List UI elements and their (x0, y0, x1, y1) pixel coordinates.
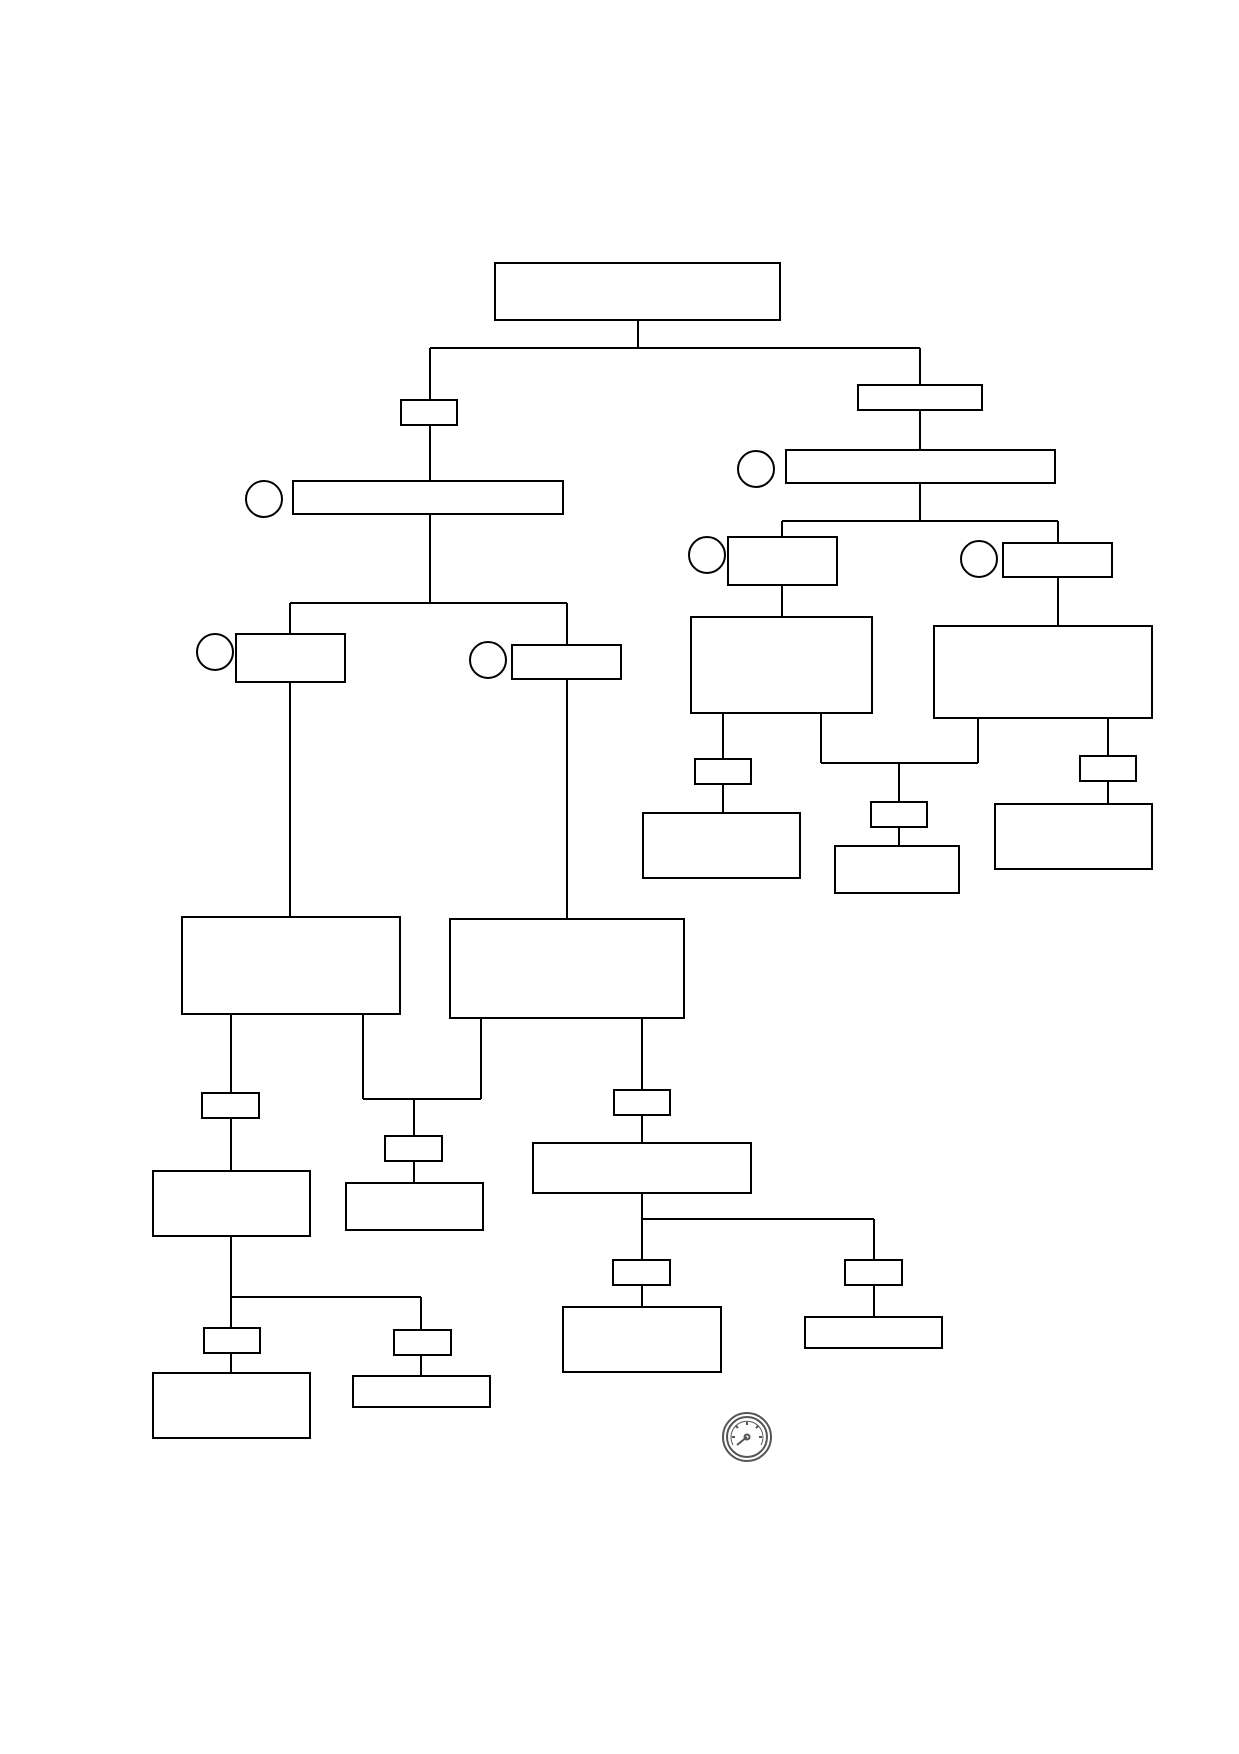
connector-label-box (1079, 755, 1137, 782)
gauge-tick (755, 1425, 759, 1429)
process-box (449, 918, 685, 1019)
process-box (292, 480, 564, 515)
process-box (690, 616, 873, 714)
connectors (230, 321, 1109, 1376)
gauge-inner-ring (726, 1416, 768, 1458)
process-box (727, 536, 838, 586)
process-box (152, 1170, 311, 1237)
process-box (834, 845, 960, 894)
process-box (994, 803, 1153, 870)
process-box (804, 1316, 943, 1349)
node-marker-circle (688, 536, 726, 574)
connector-label-box (612, 1259, 671, 1286)
gauge-icon (722, 1412, 772, 1462)
connector-label-box (613, 1089, 671, 1116)
process-box (235, 633, 346, 683)
connector-label-box (694, 758, 752, 785)
process-box (152, 1372, 311, 1439)
node-marker-circle (469, 641, 507, 679)
connector-label-box (400, 399, 458, 426)
process-box (352, 1375, 491, 1408)
node-marker-circle (245, 480, 283, 518)
connector-label-box (384, 1135, 443, 1162)
gauge-hub (743, 1433, 751, 1441)
connector-label-box (844, 1259, 903, 1286)
gauge-outer-ring (722, 1412, 772, 1462)
process-box (511, 644, 622, 680)
node-markers (196, 450, 998, 679)
connector-label-box (203, 1327, 261, 1354)
process-box (1002, 542, 1113, 578)
node-marker-circle (196, 633, 234, 671)
connector-label-box (201, 1092, 260, 1119)
process-box (933, 625, 1153, 719)
root-box (494, 262, 781, 321)
process-box (345, 1182, 484, 1231)
connector-label-box (857, 384, 983, 411)
process-box (532, 1142, 752, 1194)
boxes (152, 262, 1153, 1439)
connector-label-box (870, 801, 928, 828)
process-box (785, 449, 1056, 484)
connector-label-box (393, 1329, 452, 1356)
process-box (181, 916, 401, 1015)
process-box (642, 812, 801, 879)
gauge-scale-arc (730, 1420, 764, 1446)
process-box (562, 1306, 722, 1373)
gauge-tick (735, 1425, 739, 1429)
node-marker-circle (960, 540, 998, 578)
node-marker-circle (737, 450, 775, 488)
